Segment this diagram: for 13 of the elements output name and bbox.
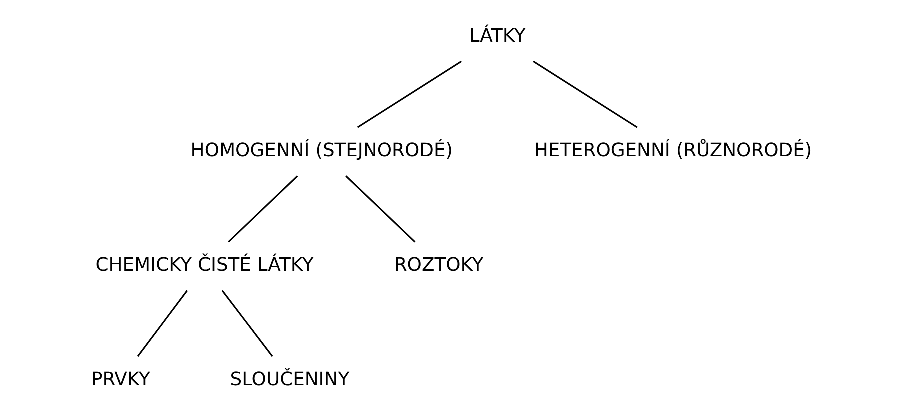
node-text: HETEROGENNÍ (RŮZNORODÉ) [534,140,812,162]
node-text: SLOUČENINY [230,370,350,391]
node-text: LÁTKY [468,26,526,48]
node-text: PRVKY [91,370,150,391]
connector [356,60,462,128]
connector [228,176,298,243]
node-text: ROZTOKY [394,255,484,276]
connector [345,176,416,243]
node-text: CHEMICKY ČISTÉ LÁTKY [95,255,314,276]
connector [221,290,273,358]
connector [532,60,638,128]
node-text: HOMOGENNÍ (STEJNORODÉ) [190,140,452,162]
connector [136,290,188,358]
